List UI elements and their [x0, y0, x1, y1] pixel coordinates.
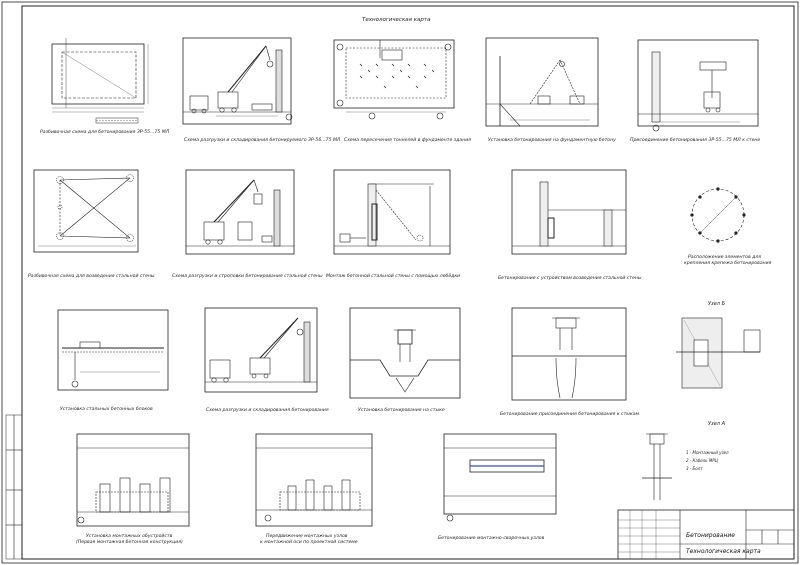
binding-strip	[5, 414, 23, 560]
caption-circle-line2: крепления крепежа бетонирования	[684, 261, 772, 266]
caption-triangulation: Разбивочная схема для возведения стально…	[28, 274, 155, 279]
caption-crane-unloading: Схема разгрузки и складирования бетониру…	[184, 138, 341, 143]
legend-item-2: 2 - Кабель МРЦ	[686, 458, 718, 463]
caption-stack-connection: Бетонирование присоединения бетонировани…	[500, 412, 639, 417]
panel-welding-nodes	[443, 433, 557, 522]
panel-slab-section	[57, 309, 169, 391]
caption-mounting-fixtures-2: (Первая монтажная бетонная конструкция)	[76, 540, 183, 545]
title-block-subject: Бетонирование	[686, 532, 736, 539]
sheet-title: Технологическая карта	[362, 17, 431, 23]
panel-node-movement	[255, 433, 373, 527]
panel-wall-connection	[637, 39, 759, 132]
caption-mounting-fixtures-1: Установка монтажных обустройств	[86, 534, 173, 539]
caption-crane-slinging: Схема разгрузки и строповки бетонировани…	[172, 274, 323, 279]
panel-mounting-fixtures	[76, 433, 190, 527]
caption-welding-nodes: Бетонирование монтажно-сварочных узлов	[438, 536, 545, 541]
caption-wall-connection: Присоединение бетонирования ЗР-55...75 М…	[630, 138, 761, 143]
panel-crane-unloading-2	[204, 307, 318, 393]
label-node-a: Узел А	[708, 421, 725, 427]
caption-joint-installation: Установка бетонирования на стыке	[358, 408, 445, 413]
label-node-b: Узел Б	[708, 301, 725, 307]
node-a-detail	[642, 433, 672, 500]
caption-layout-plan: Разбивочная схема для бетонирования ЗР-5…	[40, 130, 170, 135]
panel-concreting-device	[511, 169, 627, 255]
caption-circle-line1: Расположение элементов для	[688, 255, 762, 260]
panel-winch-mounting	[333, 169, 451, 255]
title-block	[617, 509, 795, 560]
panel-joint-installation	[349, 307, 461, 399]
caption-node-movement-2: к монтажной оси по проектной системе	[260, 540, 358, 545]
title-block-sheet-name: Технологическая карта	[686, 548, 761, 555]
panel-crane-unloading	[182, 37, 293, 125]
panel-install-slope	[485, 37, 599, 127]
caption-grid-plan: Схема пересечения тоннелей в фундаменте …	[344, 138, 471, 143]
caption-install-slope: Установка бетонирования на фундаментную …	[488, 138, 616, 143]
sheet-inner-frame	[21, 5, 795, 560]
panel-circle-marking	[690, 187, 746, 243]
panel-grid-plan	[333, 39, 455, 120]
caption-slab-section: Установка стальных бетонных блоков	[60, 407, 153, 412]
caption-crane-unloading-2: Схема разгрузки и складирования бетониро…	[206, 408, 329, 413]
caption-node-movement-1: Передвижение монтажных узлов	[266, 534, 348, 539]
panel-crane-slinging	[185, 169, 295, 255]
panel-triangulation	[33, 169, 139, 253]
caption-concreting-device: Бетонирование с устройством возведения с…	[498, 276, 642, 281]
legend-item-3: 3 - Болт	[686, 466, 703, 471]
panel-stack-connection	[511, 307, 627, 401]
caption-winch-mounting: Монтаж бетонной стальной стены с помощью…	[326, 274, 461, 279]
node-b-detail	[676, 317, 761, 389]
panel-layout-plan	[51, 38, 149, 124]
legend-item-1: 1 - Монтажный узел	[686, 450, 729, 455]
